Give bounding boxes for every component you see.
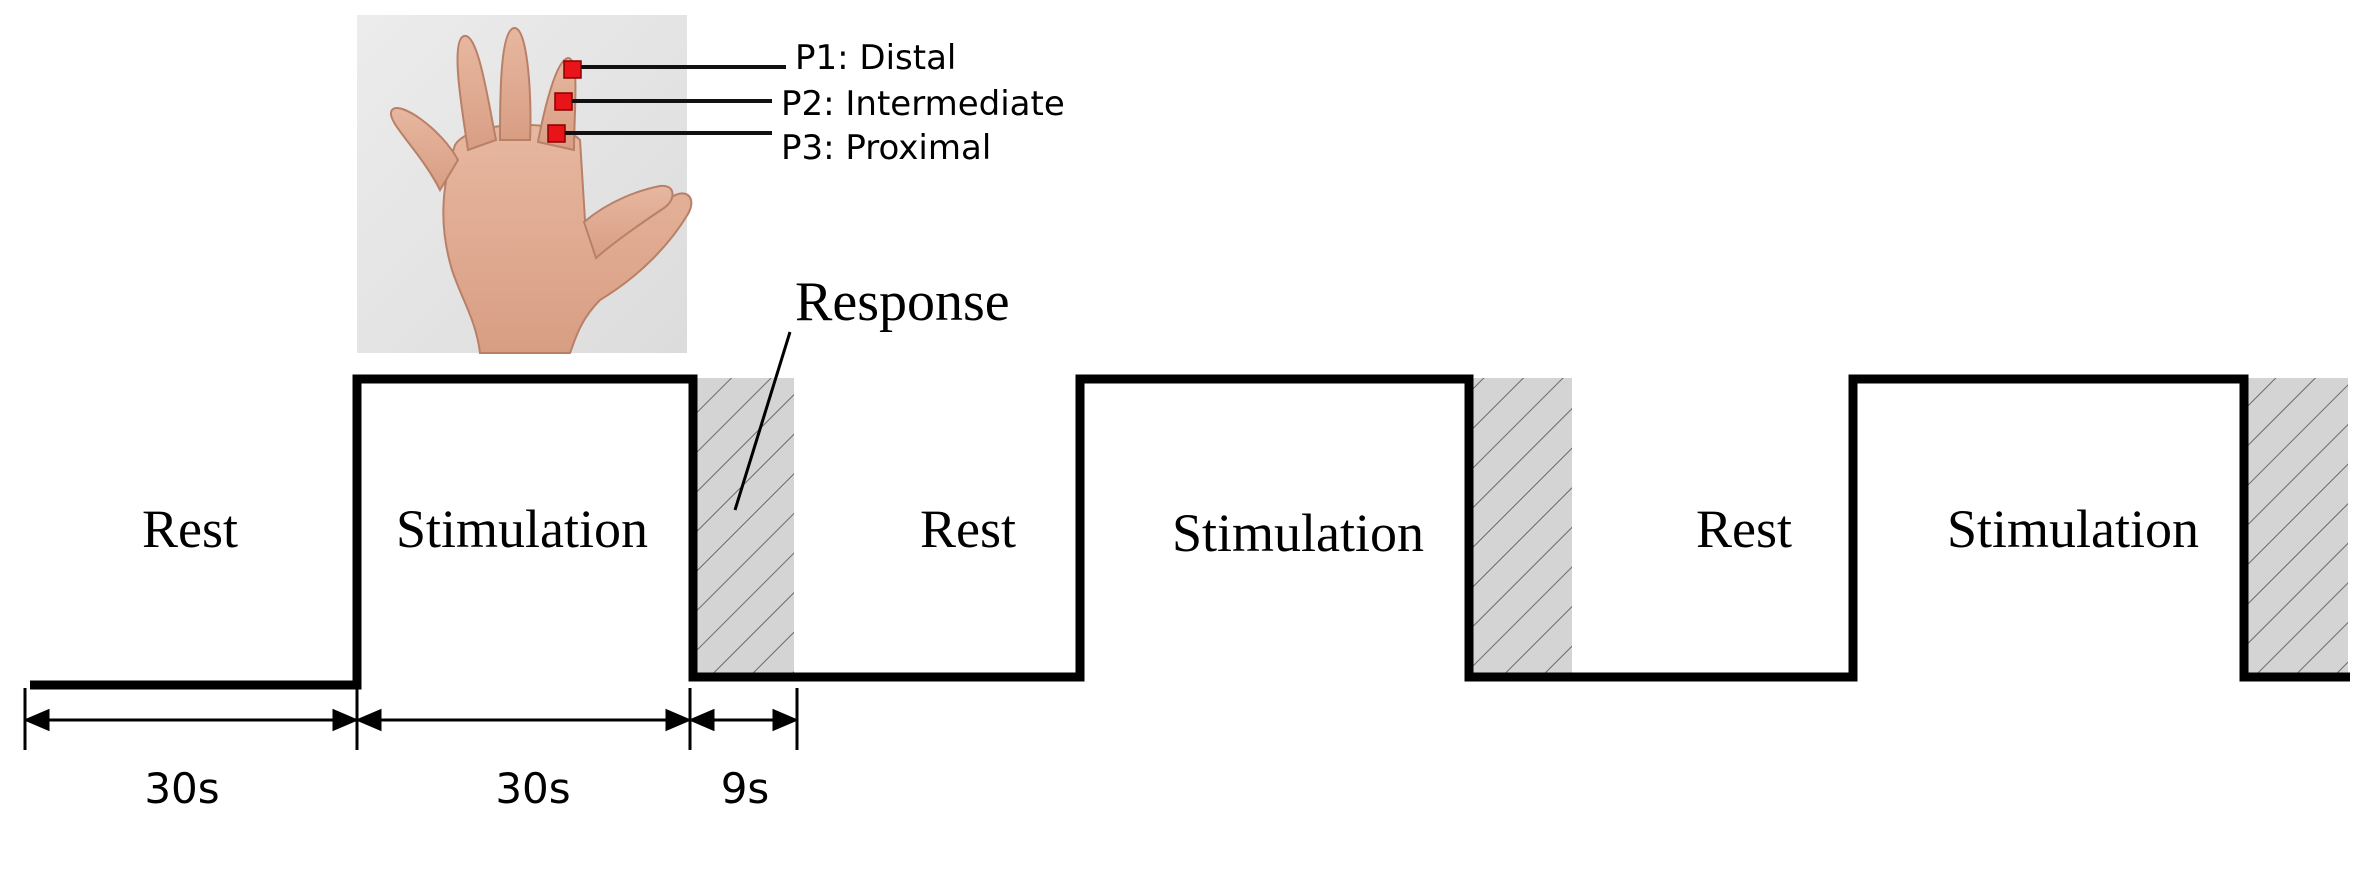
phase-label-rest: Rest (142, 499, 238, 559)
probe-p3-label: P3: Proximal (781, 128, 991, 168)
block-design-waveform (30, 374, 2350, 690)
duration-ticks (23, 688, 799, 750)
duration-arrows (23, 708, 799, 732)
probe-p3-marker (547, 124, 566, 143)
duration-label: 30s (495, 764, 570, 813)
probe-leaders (565, 65, 786, 135)
response-label: Response (795, 271, 1010, 333)
response-block (693, 378, 794, 678)
response-pointer (733, 331, 792, 511)
probe-p1-label: P1: Distal (795, 38, 956, 78)
probe-p1-marker (563, 60, 582, 79)
phase-label-rest: Rest (920, 499, 1016, 559)
duration-label: 30s (144, 764, 219, 813)
phase-label-stimulation: Stimulation (396, 499, 648, 559)
phase-label-rest: Rest (1696, 499, 1792, 559)
response-block (1469, 378, 1572, 678)
hand-photo (357, 15, 693, 354)
probe-p2-label: P2: Intermediate (781, 84, 1065, 124)
duration-label: 9s (721, 764, 770, 813)
response-block (2244, 378, 2348, 678)
phase-label-stimulation: Stimulation (1172, 503, 1424, 563)
probe-p2-marker (554, 92, 573, 111)
phase-label-stimulation: Stimulation (1947, 499, 2199, 559)
